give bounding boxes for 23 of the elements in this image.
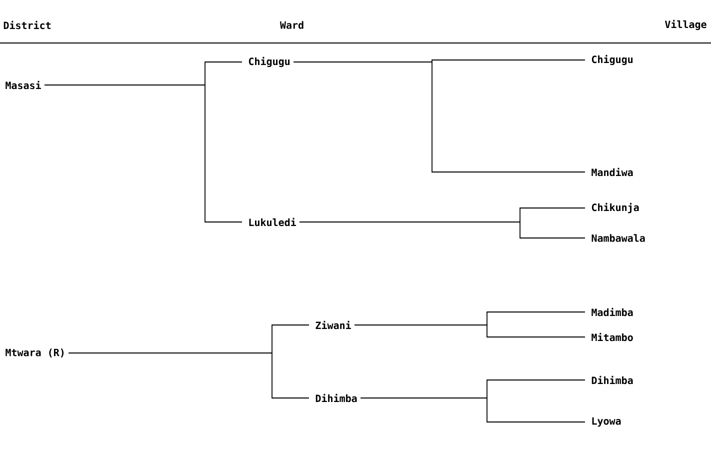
place-name: Mandiwa <box>592 168 633 176</box>
column-header: District <box>4 20 51 30</box>
place-name: Madimba <box>592 308 633 316</box>
place-name: Lyowa <box>592 417 621 427</box>
place-name: Mitambo <box>592 332 633 342</box>
connector-line <box>354 324 586 338</box>
place-name: Chigugu <box>592 54 633 66</box>
place-name: Mtwara (R) <box>6 348 64 358</box>
connector-line <box>293 62 586 172</box>
place-name: Nambawala <box>592 234 645 242</box>
connector-line <box>44 84 242 222</box>
column-header: Ward <box>280 21 304 29</box>
place-name: Dihimba <box>592 376 633 384</box>
place-name: Lukuledi <box>249 218 296 226</box>
connector-line <box>360 398 586 422</box>
place-name: Masasi <box>6 80 41 90</box>
place-name: Ziwani <box>316 320 351 330</box>
connector-line <box>299 222 586 238</box>
connector-line <box>68 352 310 398</box>
column-header: Village <box>664 20 706 30</box>
place-name: Dihimba <box>316 394 357 402</box>
place-name: Chikunja <box>592 202 639 214</box>
place-name: Chigugu <box>248 56 290 68</box>
